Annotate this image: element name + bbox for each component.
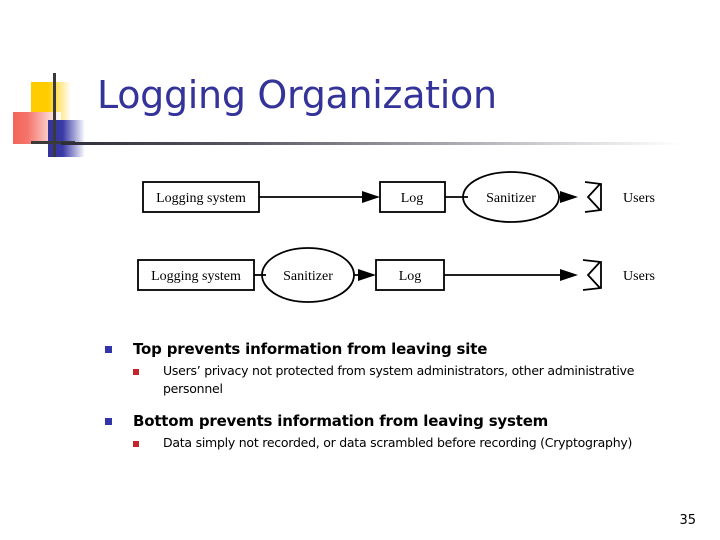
logging-organization-diagram: Logging system Log Sanitizer Users Loggi…	[0, 160, 720, 320]
top-arrowhead-to-log	[362, 191, 380, 203]
bullet-level2-recording: Data simply not recorded, or data scramb…	[0, 434, 720, 452]
bottom-users-label: Users	[623, 269, 655, 284]
top-logging-system-label: Logging system	[156, 191, 246, 206]
bottom-arrowhead-to-log	[358, 269, 376, 281]
top-log-label: Log	[401, 191, 424, 206]
decor-horizontal-line	[31, 141, 75, 144]
bottom-sanitizer-label: Sanitizer	[283, 269, 333, 284]
bullet-marker-square-blue	[105, 346, 112, 353]
title-underline-rule	[61, 142, 681, 145]
top-users-actor-icon	[584, 181, 602, 213]
bullet-level2-privacy: Users’ privacy not protected from system…	[0, 362, 720, 398]
bullet-marker-square-red	[133, 441, 139, 447]
top-sanitizer-label: Sanitizer	[486, 191, 536, 206]
bottom-users-actor-icon	[582, 259, 602, 291]
slide-header: Logging Organization	[0, 0, 720, 160]
bullet-level1-top: Top prevents information from leaving si…	[0, 338, 720, 360]
bullet-marker-square-red	[133, 369, 139, 375]
bullet-level2-privacy-text: Users’ privacy not protected from system…	[163, 363, 635, 396]
bullet-level1-bottom: Bottom prevents information from leaving…	[0, 410, 720, 432]
page-number: 35	[679, 513, 696, 528]
top-users-label: Users	[623, 191, 655, 206]
bullet-marker-square-blue	[105, 418, 112, 425]
bottom-logging-system-label: Logging system	[151, 269, 241, 284]
bottom-arrowhead-to-users	[560, 269, 578, 281]
bullet-level1-top-text: Top prevents information from leaving si…	[133, 340, 488, 358]
decor-vertical-line	[53, 73, 56, 157]
bullet-level2-recording-text: Data simply not recorded, or data scramb…	[163, 435, 633, 450]
bottom-log-label: Log	[399, 269, 422, 284]
bullet-level1-bottom-text: Bottom prevents information from leaving…	[133, 412, 549, 430]
bullet-list: Top prevents information from leaving si…	[0, 338, 720, 452]
page-title: Logging Organization	[97, 73, 497, 117]
top-arrowhead-to-users	[560, 191, 578, 203]
